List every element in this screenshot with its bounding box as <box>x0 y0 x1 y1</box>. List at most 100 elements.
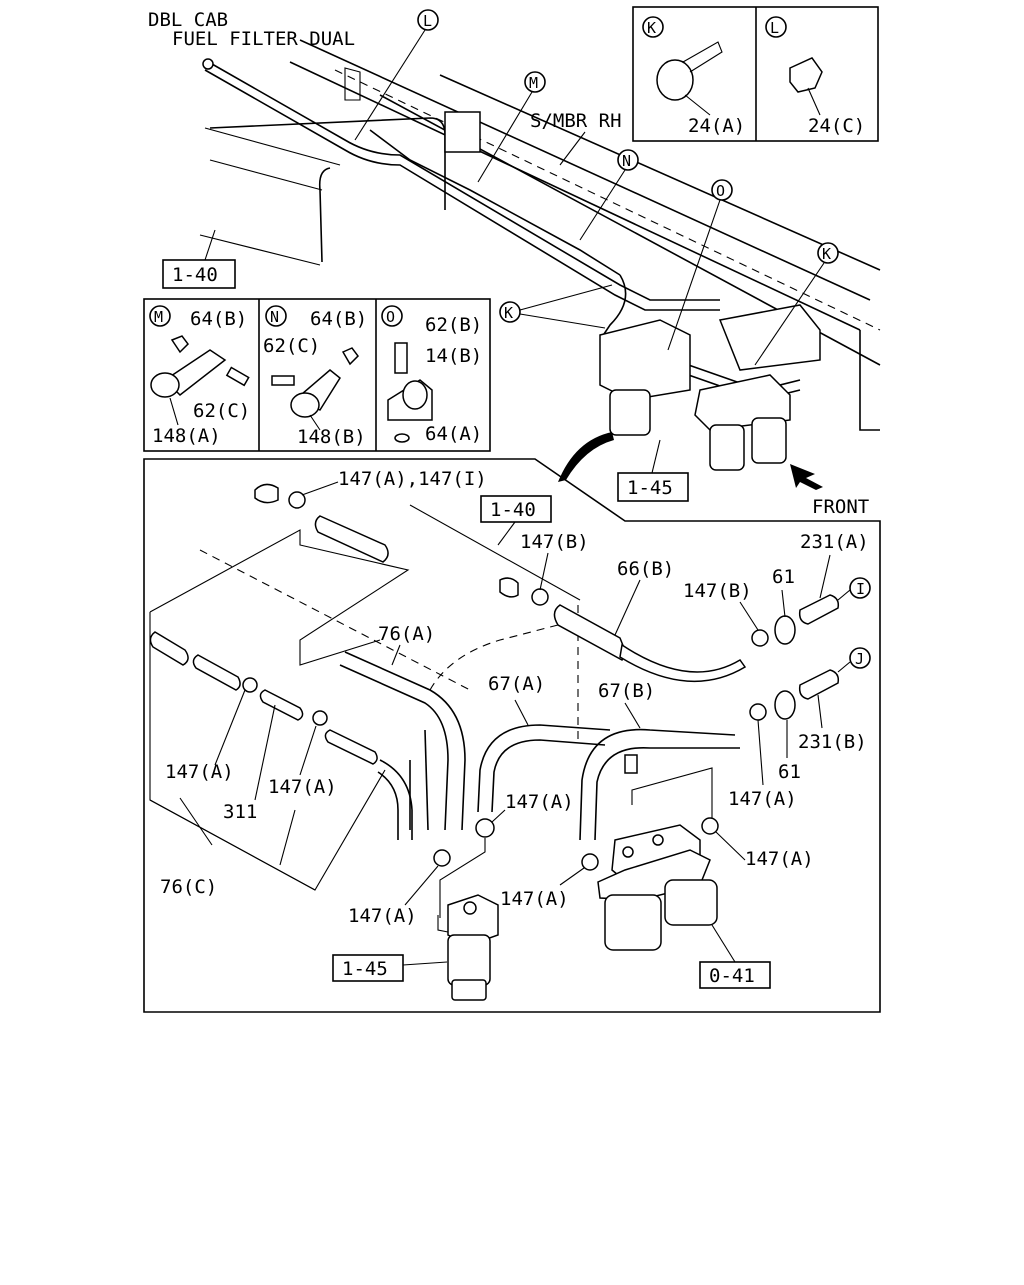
callout-K-right[interactable]: K <box>754 242 839 366</box>
hose-upper <box>314 515 389 563</box>
svg-text:148(A): 148(A) <box>152 425 221 447</box>
clamp-icon <box>290 392 320 418</box>
fitting-147a-c1 <box>475 818 495 838</box>
nut-icon <box>394 433 410 443</box>
smbr-label: S/MBR RH <box>530 110 622 132</box>
callout-I[interactable]: I <box>837 577 871 601</box>
ref-label-1-40-top[interactable]: 1-40 <box>172 264 218 286</box>
front-label: FRONT <box>812 496 869 518</box>
fuel-filter-single <box>437 894 499 1001</box>
svg-text:O: O <box>386 308 395 326</box>
inset-K-part: 24(A) <box>688 115 745 137</box>
guide-dashed-3 <box>429 624 559 691</box>
bolt-icon <box>394 342 408 374</box>
svg-text:N: N <box>622 152 631 170</box>
part-147a-c1[interactable]: 147(A) <box>505 791 574 813</box>
fitting-147a-r1 <box>749 703 767 721</box>
svg-text:64(B): 64(B) <box>310 308 367 330</box>
inset-O: O 62(B) 14(B) 64(A) <box>381 305 482 445</box>
callout-M[interactable]: M <box>477 71 546 183</box>
callout-K-left[interactable]: K <box>499 284 613 329</box>
hose-67a <box>477 724 611 813</box>
leader-1-40-top <box>204 229 216 261</box>
part-147a-l2[interactable]: 147(A) <box>268 776 337 798</box>
svg-text:K: K <box>822 245 831 263</box>
ref-label-1-45-detail[interactable]: 1-45 <box>342 958 388 980</box>
part-231b[interactable]: 231(B) <box>798 731 867 753</box>
svg-text:M: M <box>529 74 538 92</box>
ref-box-1-45-top[interactable] <box>617 472 689 502</box>
part-67a[interactable]: 67(A) <box>488 673 545 695</box>
ref-box-1-40-detail[interactable] <box>480 495 552 523</box>
callout-J[interactable]: J <box>837 647 871 673</box>
part-147b-1[interactable]: 147(B) <box>520 531 589 553</box>
leader-smbr <box>559 131 586 166</box>
part-67b[interactable]: 67(B) <box>598 680 655 702</box>
svg-text:14(B): 14(B) <box>425 345 482 367</box>
clip-61-lower <box>774 690 796 720</box>
bracket-76c-right <box>149 769 386 891</box>
callout-L[interactable]: L <box>354 9 439 141</box>
inset-K: K 24(A) <box>642 16 745 137</box>
ref-label-0-41[interactable]: 0-41 <box>709 965 755 987</box>
part-147b-2[interactable]: 147(B) <box>683 580 752 602</box>
hose-67b <box>579 728 740 841</box>
svg-text:62(C): 62(C) <box>263 335 320 357</box>
part-147a-b1[interactable]: 147(A) <box>348 905 417 927</box>
svg-text:M: M <box>154 308 163 326</box>
callout-N[interactable]: N <box>579 149 639 241</box>
fitting-311 <box>259 689 304 721</box>
part-61-2[interactable]: 61 <box>778 761 801 783</box>
part-147a-l1[interactable]: 147(A) <box>165 761 234 783</box>
cable-tie-icon <box>656 59 694 101</box>
ref-label-1-40-detail[interactable]: 1-40 <box>490 499 536 521</box>
detail-arrow-icon <box>558 432 614 482</box>
inset-L-part: 24(C) <box>808 115 865 137</box>
detail-frame <box>143 458 881 1013</box>
part-147-ai[interactable]: 147(A),147(I) <box>338 468 487 490</box>
part-311[interactable]: 311 <box>223 801 257 823</box>
bolt-icon <box>225 366 250 387</box>
svg-text:148(B): 148(B) <box>297 426 366 448</box>
guide-right <box>631 767 713 818</box>
clip-61-upper <box>774 615 796 645</box>
header-line1: DBL CAB <box>148 9 228 31</box>
part-147a-b2[interactable]: 147(A) <box>500 888 569 910</box>
part-231a[interactable]: 231(A) <box>800 531 869 553</box>
guide-center <box>439 838 486 918</box>
fitting-147a-b2 <box>581 853 599 871</box>
outline-path <box>149 529 410 666</box>
svg-text:62(B): 62(B) <box>425 314 482 336</box>
svg-text:J: J <box>855 650 864 668</box>
svg-text:62(C): 62(C) <box>193 400 250 422</box>
svg-text:K: K <box>504 304 513 322</box>
hose-66b <box>553 604 747 683</box>
left-hose-chain <box>149 631 413 840</box>
bracket-76c-inner <box>179 797 296 866</box>
clamp-icon <box>150 372 180 398</box>
inset-M: M 64(B) 62(C) 148(A) <box>149 305 250 447</box>
part-147a-r2[interactable]: 147(A) <box>745 848 814 870</box>
front-arrow-icon <box>790 464 823 490</box>
svg-text:64(B): 64(B) <box>190 308 247 330</box>
part-66b[interactable]: 66(B) <box>617 558 674 580</box>
callout-O[interactable]: O <box>667 179 733 351</box>
hose-76a <box>339 651 466 831</box>
fitting-147b-2 <box>751 629 769 647</box>
ref-box-1-45-detail[interactable] <box>332 954 404 982</box>
svg-text:L: L <box>423 12 432 30</box>
part-76c[interactable]: 76(C) <box>160 876 217 898</box>
bushing-icon <box>402 380 428 410</box>
svg-text:L: L <box>770 19 779 37</box>
ref-box-1-40-top[interactable] <box>162 259 236 289</box>
svg-text:N: N <box>270 308 279 326</box>
inset-L: L 24(C) <box>765 16 865 137</box>
ref-label-1-45-top[interactable]: 1-45 <box>627 477 673 499</box>
part-147a-r1[interactable]: 147(A) <box>728 788 797 810</box>
svg-text:64(A): 64(A) <box>425 423 482 445</box>
svg-text:I: I <box>856 580 865 598</box>
part-61-1[interactable]: 61 <box>772 566 795 588</box>
part-76a[interactable]: 76(A) <box>378 623 435 645</box>
fitting-147a-b1 <box>433 849 451 867</box>
